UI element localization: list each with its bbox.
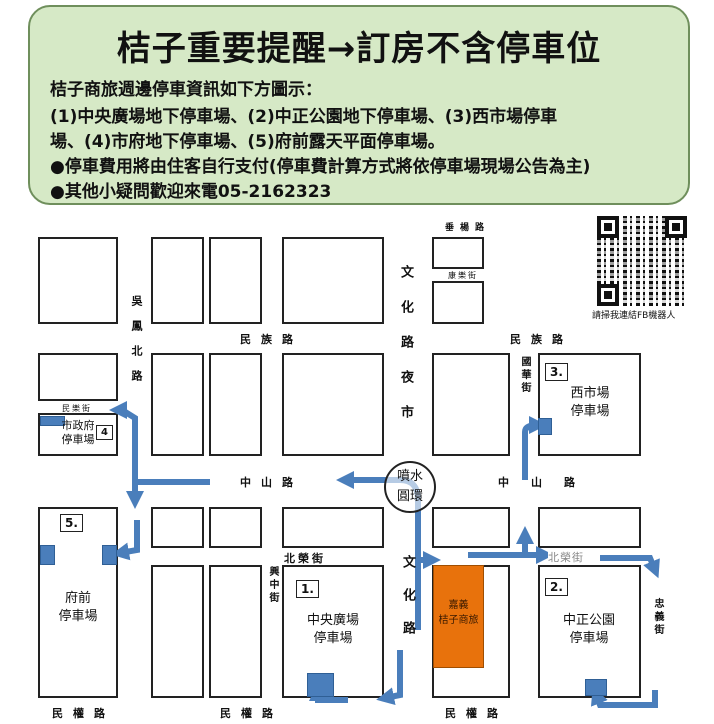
city-block	[282, 507, 384, 548]
city-block	[209, 237, 262, 324]
street-label: 興中街	[267, 566, 278, 605]
qr-corner	[597, 284, 619, 306]
hotel-label: 桔子商旅	[438, 615, 479, 626]
notice-line: ●停車費用將由住客自行支付(停車費計算方式將依停車場現場公告為主)	[50, 157, 591, 177]
parking-lot-4: 市政府停車場	[61, 419, 95, 446]
notice-line: 場、(4)市府地下停車場、(5)府前露天平面停車場。	[50, 132, 445, 152]
street-label: 文化路夜市	[398, 265, 413, 440]
lot-number: 1.	[296, 580, 319, 598]
parking-lot-2: 中正公園停車場	[562, 613, 615, 646]
street-label: 吳鳳北路	[130, 295, 143, 395]
city-block	[151, 237, 204, 324]
city-block	[209, 507, 262, 548]
city-block	[209, 353, 262, 456]
qr-corner	[665, 216, 687, 238]
city-block	[151, 565, 204, 698]
city-block	[282, 353, 384, 456]
fountain-roundabout: 噴水圓環	[384, 461, 436, 513]
city-block	[538, 507, 641, 548]
city-block	[432, 353, 510, 456]
street-label: 垂楊路	[445, 223, 491, 233]
street-label: 中山路	[240, 476, 303, 489]
qr-corner	[597, 216, 619, 238]
street-label: 民權路	[220, 707, 283, 720]
fountain-label: 噴水圓環	[396, 469, 423, 504]
street-label: 國華街	[519, 356, 530, 395]
lot-number: 5.	[60, 514, 83, 532]
hotel-label: 嘉義	[448, 600, 469, 611]
street-label: 民權路	[445, 707, 508, 720]
street-label: 民族路	[240, 333, 303, 346]
street-label: 中山路	[498, 476, 597, 489]
street-label: 康樂街	[448, 271, 478, 280]
city-block	[151, 507, 204, 548]
street-label: 民族路	[510, 333, 573, 346]
city-block	[151, 353, 204, 456]
city-block	[282, 237, 384, 324]
street-label: 文化路	[400, 555, 415, 654]
parking-lot-3: 西市場停車場	[570, 386, 610, 419]
city-block	[432, 281, 484, 324]
notice-line: ●其他小疑問歡迎來電05-2162323	[50, 182, 332, 202]
city-block	[38, 237, 118, 324]
street-label: 北榮街	[284, 552, 326, 565]
street-label: 北榮街	[548, 549, 584, 565]
lot-number: 2.	[545, 578, 568, 596]
parking-entrance	[40, 416, 65, 426]
city-block	[209, 565, 262, 698]
parking-entrance	[102, 545, 117, 565]
notice-line: 桔子商旅週邊停車資訊如下方圖示：	[50, 80, 322, 100]
city-block	[38, 353, 118, 401]
parking-entrance	[585, 679, 607, 696]
parking-lot-1: 中央廣場停車場	[306, 613, 359, 646]
parking-entrance	[538, 418, 552, 435]
notice-line: (1)中央廣場地下停車場、(2)中正公園地下停車場、(3)西市場停車	[50, 107, 558, 127]
lot-number: 4	[96, 425, 113, 440]
parking-entrance	[40, 545, 55, 565]
notice-panel: 桔子重要提醒→訂房不含停車位 桔子商旅週邊停車資訊如下方圖示： (1)中央廣場地…	[28, 5, 690, 205]
hotel-marker: 嘉義桔子商旅	[433, 565, 484, 668]
notice-title: 桔子重要提醒→訂房不含停車位	[116, 29, 602, 69]
lot-number: 3.	[545, 363, 568, 381]
qr-caption: 請掃我連結FB機器人	[592, 311, 676, 321]
city-block	[432, 507, 510, 548]
city-block	[432, 237, 484, 269]
street-label: 忠義街	[652, 598, 663, 637]
city-block	[38, 507, 118, 698]
street-label: 民樂街	[62, 404, 92, 413]
parking-lot-5: 府前停車場	[58, 591, 98, 624]
parking-entrance	[307, 673, 334, 697]
street-label: 民權路	[52, 707, 115, 720]
